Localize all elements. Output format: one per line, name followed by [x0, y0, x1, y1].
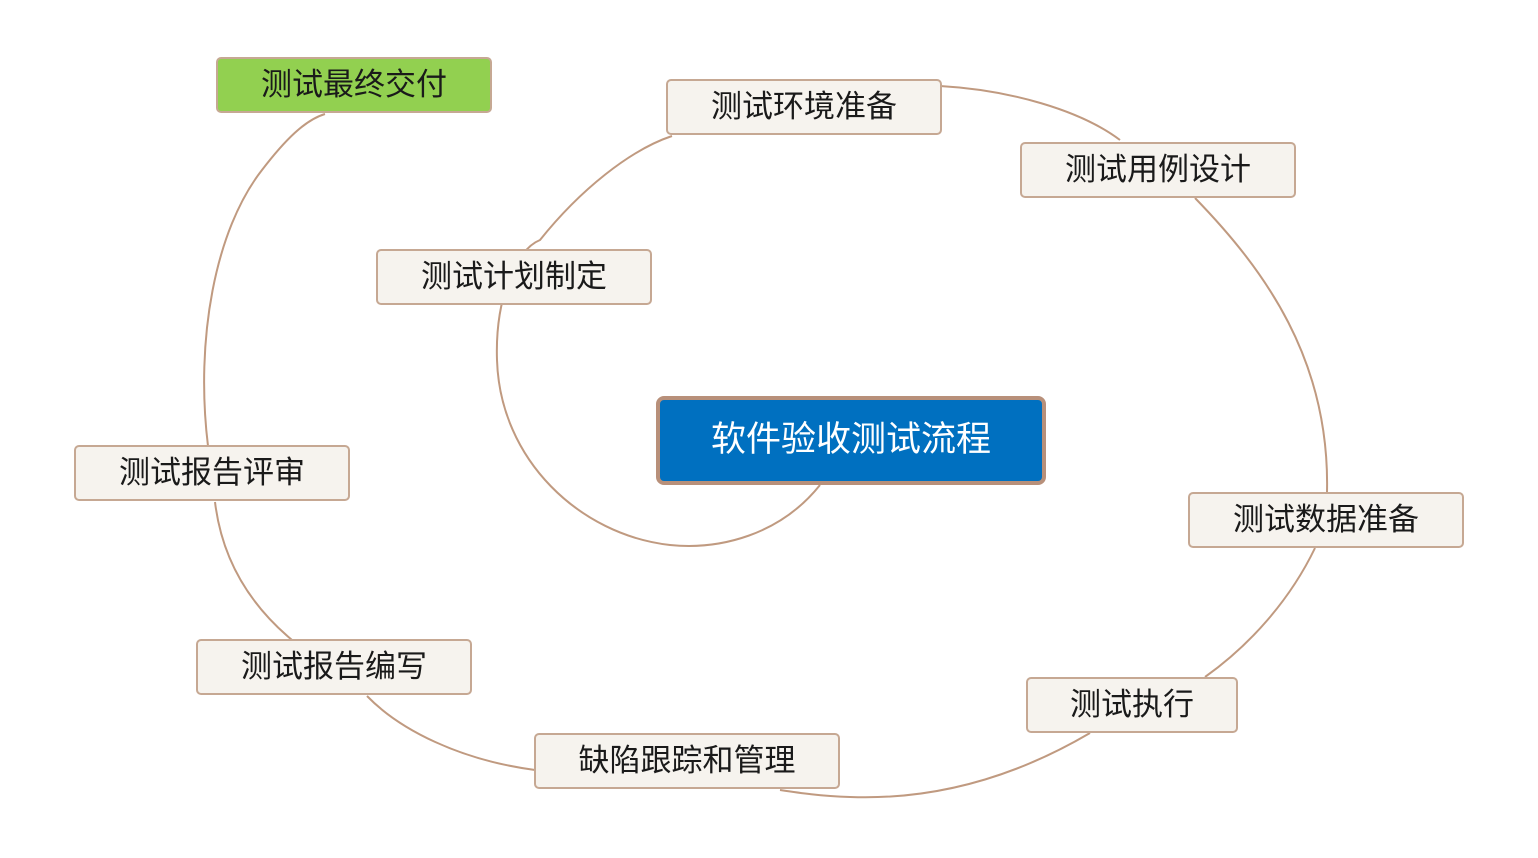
step-deliver-label: 测试最终交付: [261, 67, 447, 103]
step-data-label: 测试数据准备: [1233, 502, 1419, 538]
step-exec: 测试执行: [1026, 677, 1238, 733]
step-defect: 缺陷跟踪和管理: [534, 733, 840, 789]
spiral-path: [203, 85, 1329, 799]
step-env: 测试环境准备: [666, 79, 942, 135]
step-defect-label: 缺陷跟踪和管理: [578, 743, 796, 779]
step-plan-label: 测试计划制定: [421, 259, 607, 295]
step-plan: 测试计划制定: [376, 249, 652, 305]
step-data: 测试数据准备: [1188, 492, 1464, 548]
step-case: 测试用例设计: [1020, 142, 1296, 198]
step-case-label: 测试用例设计: [1065, 152, 1251, 188]
center-node: 软件验收测试流程: [656, 396, 1046, 485]
center-label: 软件验收测试流程: [710, 420, 991, 460]
step-exec-label: 测试执行: [1070, 687, 1194, 723]
step-review-label: 测试报告评审: [119, 455, 305, 491]
step-env-label: 测试环境准备: [711, 89, 897, 125]
step-write-label: 测试报告编写: [241, 649, 427, 685]
step-review: 测试报告评审: [74, 445, 350, 501]
step-deliver: 测试最终交付: [216, 57, 492, 113]
step-write: 测试报告编写: [196, 639, 472, 695]
